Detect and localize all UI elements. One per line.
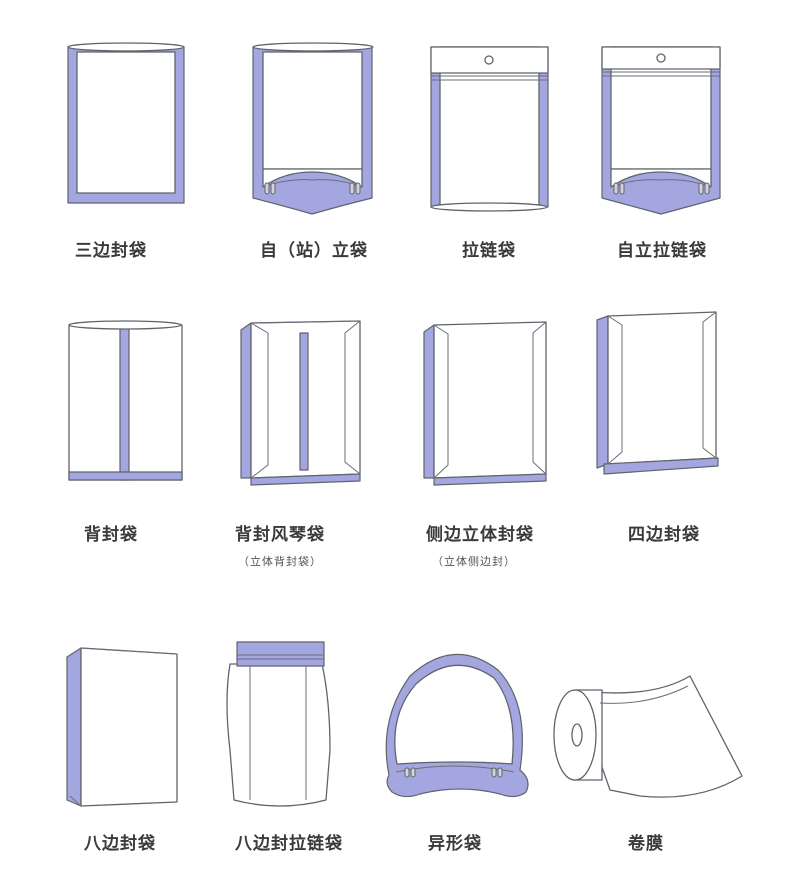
side-gusset-bag-illustration (423, 321, 547, 486)
label-three-side-seal: 三边封袋 (75, 241, 147, 261)
back-seal-bag-illustration (68, 320, 183, 481)
label-back-seal: 背封袋 (84, 525, 138, 545)
stand-up-pouch-illustration (252, 42, 374, 215)
three-side-seal-bag-illustration (67, 42, 185, 204)
eight-side-seal-zipper-bag-illustration (226, 641, 331, 807)
label-back-seal-gusset: 背封风琴袋 (235, 525, 325, 545)
stand-up-zipper-pouch-illustration (601, 46, 721, 215)
sublabel-back-seal-gusset: （立体背封袋） (238, 555, 322, 568)
zipper-bag-illustration (430, 46, 549, 212)
label-stand-up-pouch: 自（站）立袋 (260, 241, 368, 261)
sublabel-side-gusset: （立体侧边封） (432, 555, 516, 568)
shaped-bag-illustration (385, 653, 529, 798)
label-zipper-bag: 拉链袋 (462, 241, 516, 261)
label-stand-up-zipper: 自立拉链袋 (617, 241, 707, 261)
film-roll-illustration (553, 675, 743, 798)
label-film-roll: 卷膜 (628, 834, 664, 854)
four-side-seal-bag-illustration (596, 311, 719, 475)
label-four-side-seal: 四边封袋 (628, 525, 700, 545)
eight-side-seal-bag-illustration (66, 647, 178, 807)
label-eight-side-zipper: 八边封拉链袋 (235, 834, 343, 854)
label-shaped-bag: 异形袋 (428, 834, 482, 854)
label-eight-side-seal: 八边封袋 (84, 834, 156, 854)
back-seal-gusset-bag-illustration (240, 320, 361, 486)
label-side-gusset: 侧边立体封袋 (426, 525, 534, 545)
